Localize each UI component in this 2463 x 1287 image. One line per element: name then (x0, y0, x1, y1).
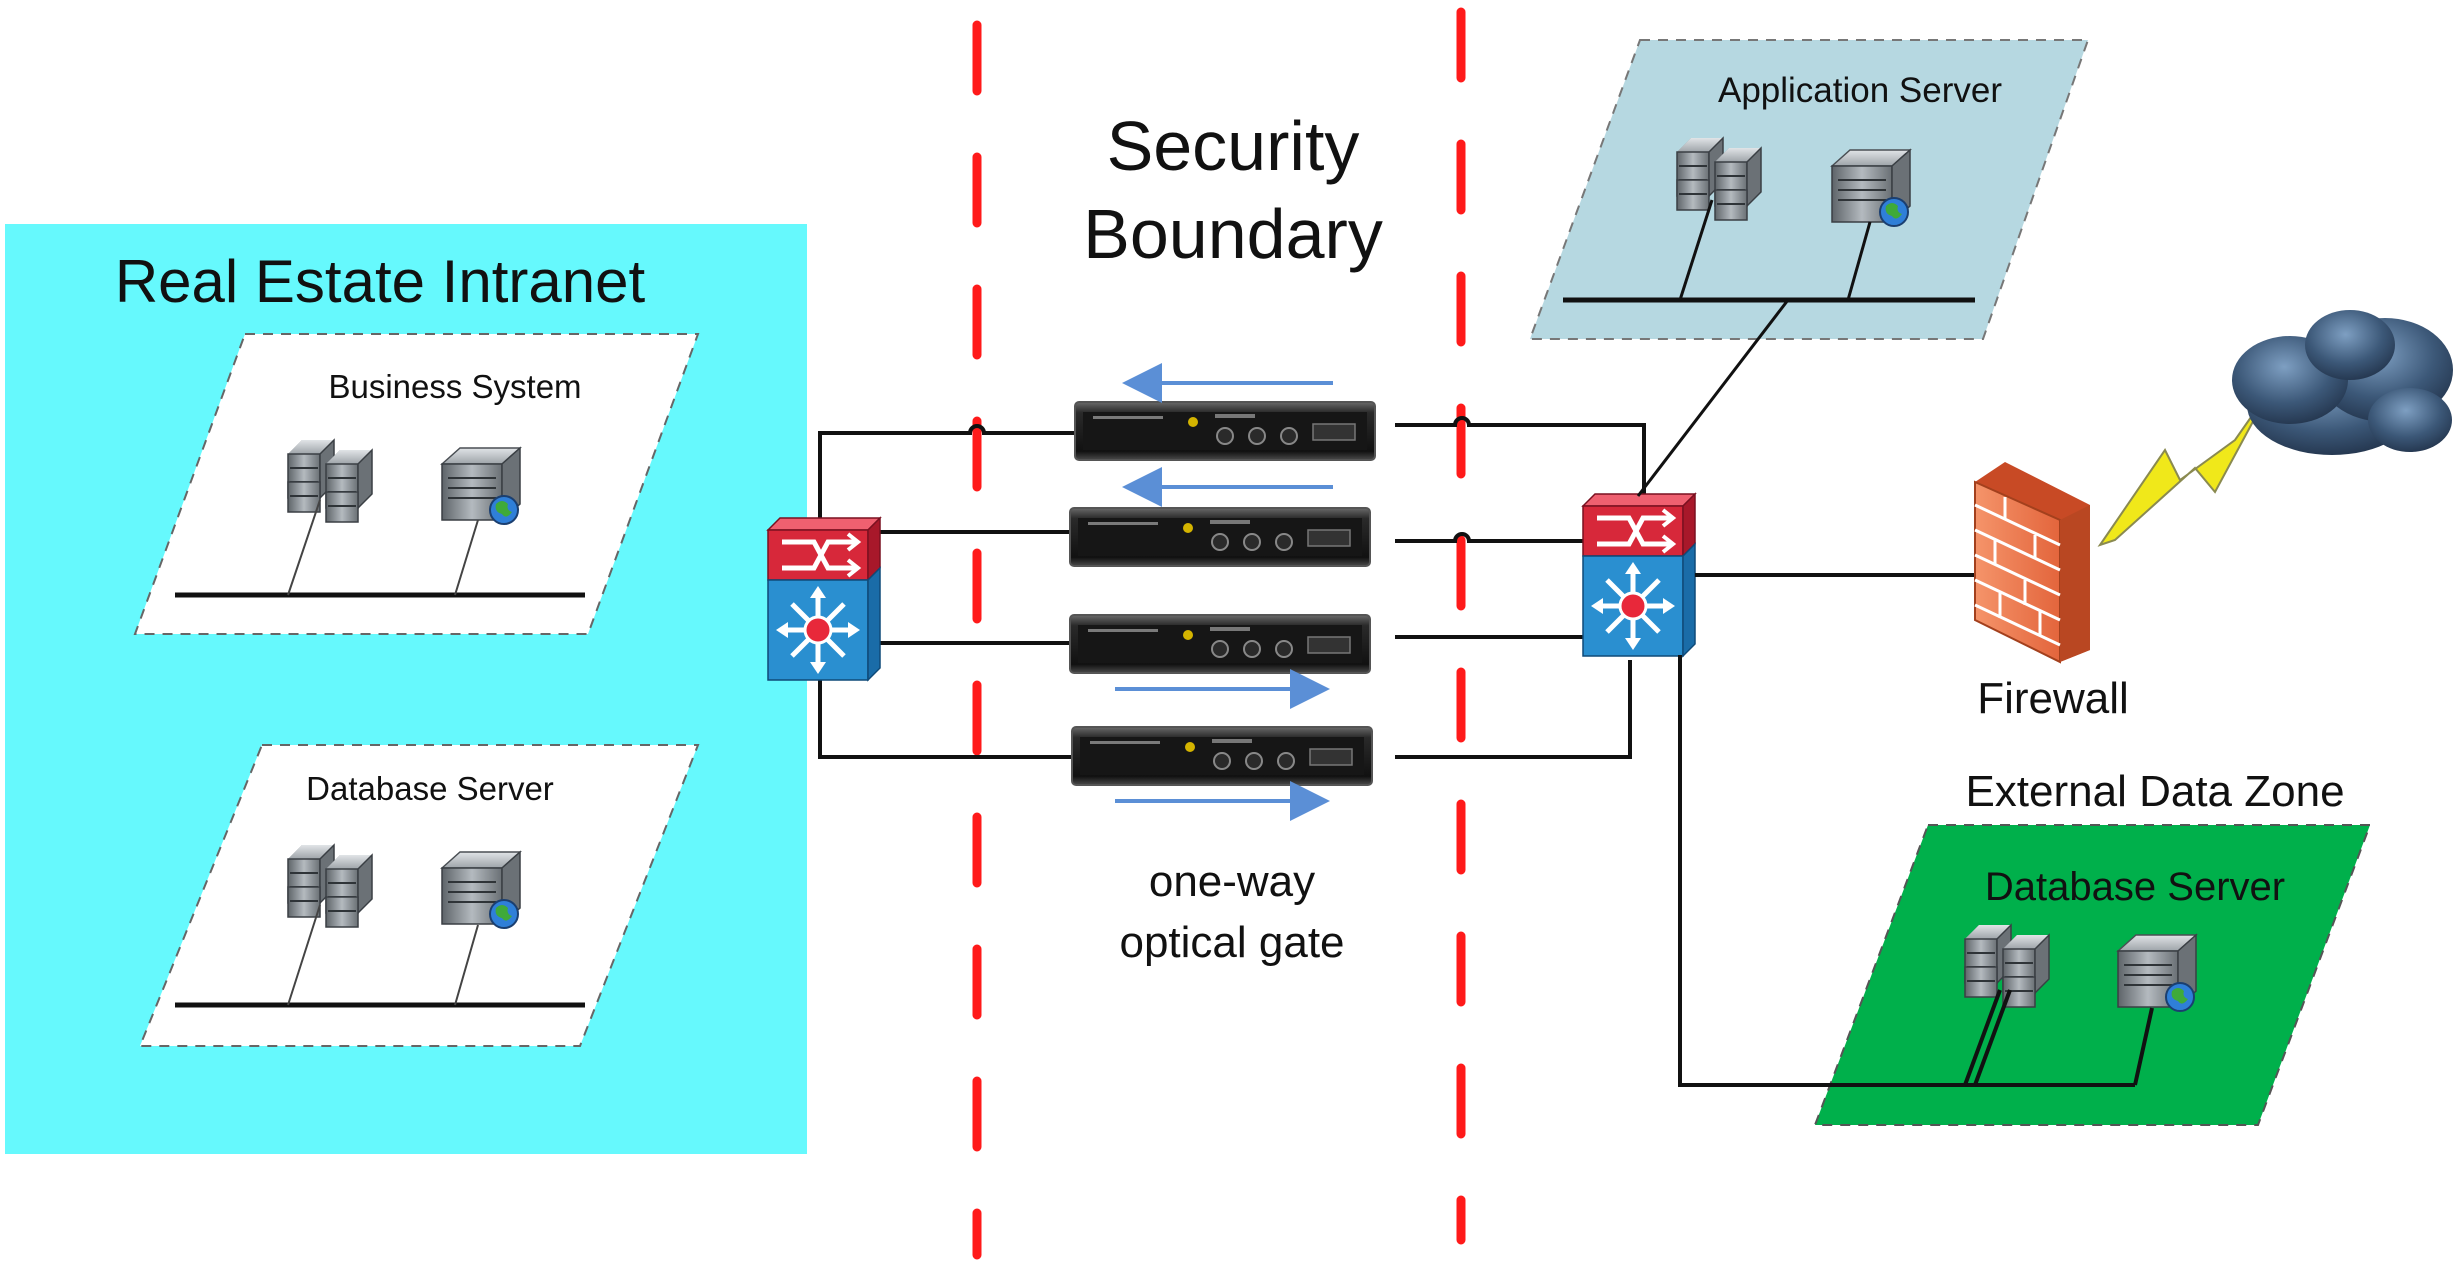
layer3-switch-icon (768, 518, 880, 680)
security-boundary-title-1: Security (1107, 107, 1360, 185)
internet-cloud-icon (2232, 310, 2453, 455)
web-server-icon (2117, 934, 2197, 1012)
business-cluster-link (287, 499, 321, 596)
layer3-switch-icon (1583, 494, 1695, 656)
intranet-title: Real Estate Intranet (115, 248, 646, 315)
firewall-icon (1974, 462, 2090, 664)
external-data-zone-label: External Data Zone (1965, 767, 2344, 816)
business-web-link (454, 519, 479, 596)
app-web-link (1846, 221, 1872, 301)
business-system-zone (133, 333, 700, 635)
optical-gate-device-icon (1069, 614, 1371, 674)
optical-gate-device-icon (1069, 507, 1371, 567)
optical-gate-device-icon (1074, 401, 1376, 461)
web-server-icon (1831, 149, 1911, 227)
external-database-links (1678, 655, 2154, 1087)
external-data-zone (1813, 824, 2372, 1126)
intranet-database-label: Database Server (306, 770, 554, 807)
optical-gate-label-2: optical gate (1119, 918, 1344, 967)
database-web-link (454, 924, 479, 1006)
security-boundary-title-2: Boundary (1083, 195, 1383, 273)
firewall-label: Firewall (1977, 674, 2129, 723)
database-cluster-link (287, 904, 321, 1006)
intranet-database-zone (138, 744, 700, 1047)
external-database-label: Database Server (1985, 865, 2285, 909)
application-server-zone (1528, 39, 2090, 340)
gate-wires (818, 416, 1646, 759)
web-server-icon (441, 851, 521, 929)
application-server-label: Application Server (1718, 71, 2002, 110)
lightning-icon (2097, 389, 2271, 547)
app-cluster-link (1678, 199, 1714, 301)
optical-gate-label-1: one-way (1149, 857, 1315, 906)
app-uplink (1636, 299, 1790, 497)
web-server-icon (441, 447, 521, 525)
optical-gate-device-icon (1071, 726, 1373, 786)
business-system-label: Business System (328, 368, 581, 405)
